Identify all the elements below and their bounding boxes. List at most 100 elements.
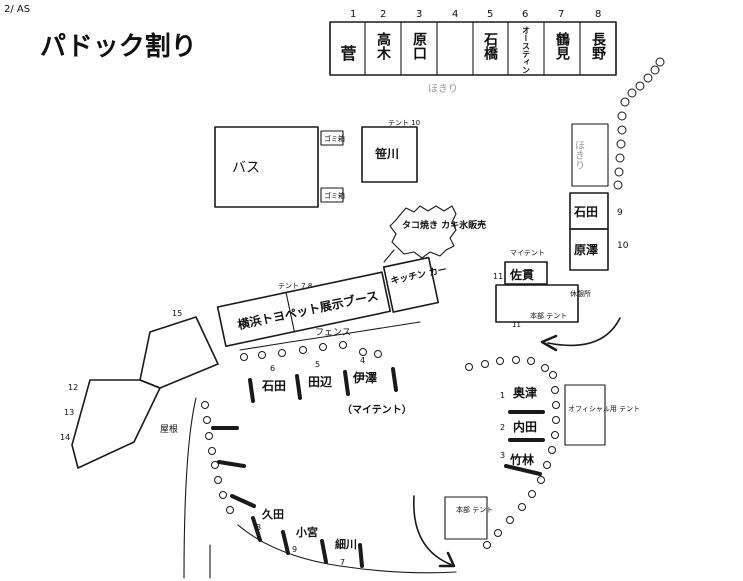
- kitchen-car-group: キッチン カー: [382, 256, 448, 313]
- sakou-tent: [504, 261, 548, 285]
- bottom-divider: [358, 543, 364, 568]
- takoyaki-line: タコ焼き カキ氷販売: [402, 219, 486, 231]
- slot-name-3: 原口: [411, 32, 427, 60]
- bottom-tent: [444, 496, 488, 540]
- left-dash: [217, 460, 246, 468]
- sasagawa-label: 笹川: [375, 146, 399, 161]
- slot-number-6: 6: [522, 9, 528, 20]
- fence-label: フェンス: [315, 328, 351, 338]
- right-name-uchida: 内田: [513, 419, 537, 434]
- left-roof-label: 屋根: [160, 423, 178, 435]
- trash-box-1: [320, 130, 344, 146]
- bottom-boundary-line: [237, 524, 457, 574]
- my-tent-top-label: マイテント: [510, 249, 545, 257]
- slot-number-8: 8: [595, 9, 601, 20]
- my-tent-mid-label: （マイテント）: [342, 403, 412, 416]
- honbu-tent: [495, 284, 579, 323]
- mid-name-ishida: 石田: [261, 379, 286, 393]
- mid-number-4: 4: [360, 356, 365, 365]
- trash-box-2: [320, 187, 344, 203]
- slot-number-3: 3: [416, 9, 422, 20]
- hospitality-booth: [216, 271, 392, 347]
- honbu-label: 本部 テント: [530, 311, 567, 320]
- slot-name-7: 鶴見: [554, 31, 571, 61]
- flow-arrow-top: [547, 317, 621, 347]
- slot-name-6: オースティン: [522, 26, 531, 74]
- bush-row-bottom-right: [483, 371, 560, 549]
- slot-name-1: 菅: [338, 44, 357, 62]
- bus-label: バス: [232, 160, 260, 176]
- slot-number-11b: 11: [512, 321, 521, 329]
- fence-line: [239, 321, 421, 351]
- corner-note: 2/ AS: [4, 4, 30, 15]
- mid-divider: [391, 367, 398, 392]
- mid-divider: [343, 370, 350, 396]
- kitchen-car-box: [382, 256, 440, 313]
- slot-name-8: 長野: [590, 32, 606, 61]
- left-dash: [230, 494, 256, 508]
- tent-top-label: テント 7 8: [278, 282, 312, 290]
- flow-arrow-top-head: [540, 334, 558, 352]
- right-number-3: 3: [500, 451, 505, 460]
- mid-number-6: 6: [270, 364, 275, 373]
- takoyaki-text: タコ焼き カキ氷販売: [402, 219, 486, 231]
- flow-arrow-bottom-head: [438, 551, 456, 568]
- slot-number-9: 9: [617, 208, 623, 218]
- slot-number-13: 13: [64, 408, 74, 417]
- faint-box-right: [571, 123, 609, 187]
- bottom-divider: [251, 516, 262, 542]
- slot-number-15: 15: [172, 309, 182, 318]
- right-divider: [504, 464, 542, 476]
- left-boundary-line: [183, 397, 197, 579]
- ishida-right-label: 石田: [573, 205, 598, 219]
- official-tent: [564, 384, 606, 446]
- trash-label-1: ゴミ箱: [324, 134, 345, 143]
- top-slot-row: 1 2 3 4 5 6 7 8 菅 高木 原口 石橋 オースティン 鶴見 長野: [329, 9, 617, 76]
- sasagawa-tent: [361, 126, 418, 183]
- right-number-1: 1: [500, 391, 505, 400]
- bottom-number-7: 7: [340, 558, 345, 567]
- bottom-name-hosokawa: 細川: [335, 537, 357, 551]
- harasawa-right-label: 原澤: [574, 242, 598, 257]
- bottom-number-9: 9: [292, 545, 297, 554]
- kitchen-car-label: キッチン カー: [390, 264, 448, 287]
- hospitality-divider: [285, 291, 295, 333]
- slot-number-1: 1: [350, 9, 356, 20]
- bush-row-right: [613, 57, 665, 190]
- tent-10-label: テント 10: [388, 119, 420, 127]
- trash-label-2: ゴミ箱: [324, 191, 345, 200]
- right-number-2: 2: [500, 423, 505, 432]
- faint-label-right: ほきり: [573, 140, 584, 170]
- sakou-label: 佐貫: [509, 267, 534, 282]
- bottom-divider: [320, 539, 328, 564]
- bottom-number-8: 8: [256, 523, 261, 532]
- mid-number-5: 5: [315, 360, 320, 369]
- area-12-14: [71, 379, 161, 469]
- slot-number-12: 12: [68, 383, 78, 392]
- bottom-name-komiya: 小宮: [295, 525, 318, 539]
- harasawa-right-box: [569, 228, 609, 271]
- rest-area-label: 休憩所: [570, 289, 591, 298]
- slot-number-10: 10: [617, 241, 629, 251]
- slot-name-2: 高木: [375, 31, 392, 61]
- bus-area: [214, 126, 319, 208]
- slot-number-2: 2: [380, 9, 386, 20]
- bottom-name-hisada: 久田: [262, 507, 284, 521]
- area-15: [139, 316, 219, 389]
- bottom-divider: [281, 530, 290, 555]
- callout-pointer: [383, 249, 395, 263]
- mid-divider: [295, 374, 302, 400]
- slot-number-11: 11: [493, 272, 503, 281]
- slot-number-4: 4: [452, 9, 458, 20]
- right-name-okutsu: 奥津: [513, 385, 537, 400]
- slot-number-7: 7: [558, 9, 564, 20]
- slot-number-5: 5: [487, 9, 493, 20]
- hospitality-label: 横浜トヨペット展示ブース: [236, 288, 379, 332]
- takoyaki-callout: [389, 205, 457, 259]
- mid-name-tanabe: 田辺: [308, 375, 332, 389]
- bush-row-left: [201, 401, 234, 514]
- official-tent-label: オフィシャル用 テント: [568, 405, 640, 413]
- bush-row-middle: [240, 341, 549, 372]
- mid-divider: [248, 378, 255, 403]
